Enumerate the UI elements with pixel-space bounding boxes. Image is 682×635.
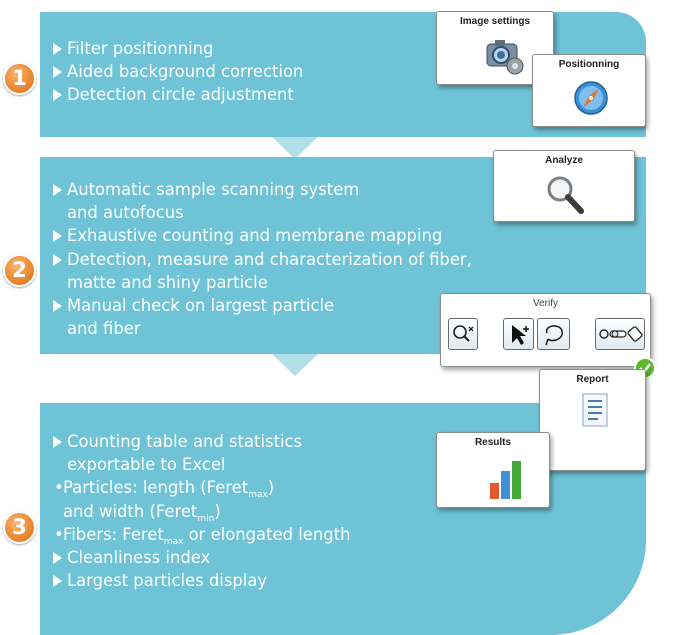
list-item: Filter positionning bbox=[52, 37, 303, 60]
down-arrow-2 bbox=[272, 354, 318, 376]
list-item: Exhaustive counting and membrane mapping bbox=[52, 224, 472, 247]
toggle-slider-button[interactable] bbox=[595, 318, 645, 350]
list-subitem: Particles: length (Feretmax) and width (F… bbox=[52, 476, 350, 524]
window-title: Results bbox=[474, 437, 512, 448]
list-item: Detection, measure and characterization … bbox=[52, 248, 472, 294]
list-item-text: and fiber bbox=[67, 319, 141, 339]
list-item-text: Particles: length (Feret bbox=[63, 478, 249, 498]
window-title: Image settings bbox=[459, 16, 531, 27]
compass-icon bbox=[574, 81, 608, 115]
step-3-list: Counting table and statistics exportable … bbox=[52, 430, 350, 592]
magnifier-icon bbox=[547, 176, 584, 214]
list-item: Manual check on largest particle and fibe… bbox=[52, 294, 472, 340]
list-item-text: Manual check on largest particle bbox=[67, 296, 335, 316]
window-title: Report bbox=[576, 374, 609, 385]
positionning-window[interactable]: Positionning bbox=[532, 54, 646, 127]
results-window[interactable]: Results bbox=[436, 432, 550, 508]
cursor-add-icon bbox=[512, 325, 529, 345]
subscript: min bbox=[197, 513, 215, 524]
zoom-tool-button[interactable] bbox=[448, 318, 478, 350]
list-item-text: Counting table and statistics bbox=[67, 432, 303, 451]
list-item: Aided background correction bbox=[52, 60, 303, 83]
list-item-text: and width (Feret bbox=[63, 501, 198, 521]
list-item-text: or elongated length bbox=[183, 524, 351, 544]
lasso-button[interactable] bbox=[537, 318, 570, 350]
subscript: max bbox=[248, 490, 268, 501]
window-title: Verify bbox=[532, 298, 558, 309]
list-item-text: and autofocus bbox=[67, 203, 184, 223]
step-1-list: Filter positionning Aided background cor… bbox=[52, 37, 303, 107]
list-item: Automatic sample scanning system and auto… bbox=[52, 178, 472, 224]
bar-chart-icon bbox=[490, 461, 521, 499]
list-item-text: Detection, measure and characterization … bbox=[67, 249, 472, 269]
list-item: Cleanliness index bbox=[52, 546, 350, 569]
camera-gear-icon bbox=[486, 40, 524, 75]
list-item-text: Fibers: Feret bbox=[63, 524, 164, 544]
analyze-window[interactable]: Analyze bbox=[493, 150, 635, 222]
zoom-tool-icon bbox=[453, 325, 474, 342]
list-item-text: ) bbox=[214, 501, 221, 521]
step-3-badge: 3 bbox=[3, 511, 36, 544]
verify-window[interactable]: Verify bbox=[440, 293, 651, 367]
list-item-text: Automatic sample scanning system bbox=[67, 180, 360, 199]
step-2-badge: 2 bbox=[3, 254, 36, 287]
report-list-icon bbox=[582, 393, 608, 427]
toggle-slider-icon bbox=[599, 326, 643, 342]
window-title: Positionning bbox=[558, 59, 620, 70]
list-item: Counting table and statistics exportable … bbox=[52, 430, 350, 476]
cursor-add-button[interactable] bbox=[503, 318, 534, 350]
list-item-text: ) bbox=[267, 478, 275, 498]
eraser-icon bbox=[627, 326, 643, 342]
list-subitem: Fibers: Feretmax or elongated length bbox=[52, 523, 351, 547]
window-title: Analyze bbox=[545, 155, 583, 166]
lasso-icon bbox=[545, 325, 563, 346]
list-item-text: matte and shiny particle bbox=[67, 272, 268, 292]
subscript: max bbox=[163, 536, 184, 547]
list-item-text: exportable to Excel bbox=[67, 455, 226, 475]
down-arrow-1 bbox=[272, 137, 318, 159]
list-item: Detection circle adjustment bbox=[52, 83, 303, 106]
step-2-list: Automatic sample scanning system and auto… bbox=[52, 178, 472, 340]
report-window[interactable]: Report bbox=[539, 369, 646, 471]
list-item: Largest particles display bbox=[52, 569, 350, 592]
step-1-badge: 1 bbox=[3, 62, 36, 95]
